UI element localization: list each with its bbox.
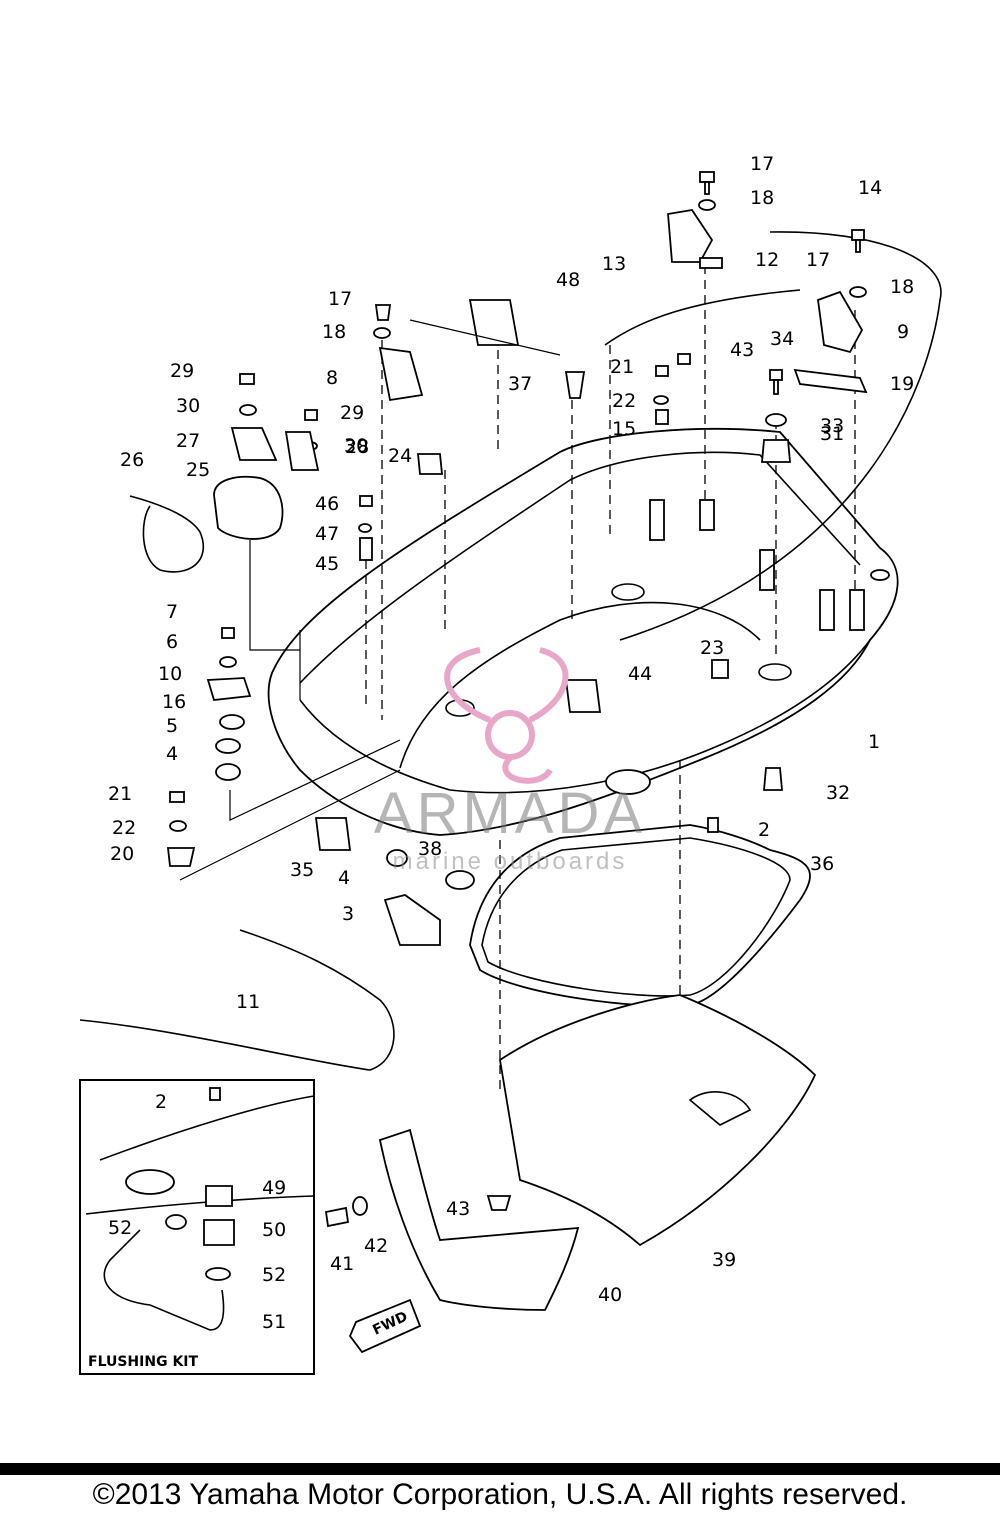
callout-22: 22 bbox=[112, 817, 136, 839]
fwd-label: FWD bbox=[370, 1309, 410, 1339]
callout-31: 31 bbox=[820, 423, 844, 445]
callout-33: 33 bbox=[820, 415, 844, 437]
callout-1: 1 bbox=[868, 731, 880, 753]
bottom-cowling bbox=[267, 428, 899, 836]
cable-14 bbox=[619, 231, 942, 641]
callout-30: 30 bbox=[176, 395, 200, 417]
lower-cover-right bbox=[499, 994, 817, 1247]
callout-44: 44 bbox=[628, 663, 652, 685]
callout-40: 40 bbox=[598, 1284, 622, 1306]
callout-18: 18 bbox=[890, 276, 914, 298]
callout-52: 52 bbox=[262, 1264, 286, 1286]
callout-14: 14 bbox=[858, 177, 882, 199]
callout-27: 27 bbox=[176, 430, 200, 452]
trim-plate bbox=[383, 894, 441, 946]
callout-11: 11 bbox=[236, 991, 260, 1013]
callout-9: 9 bbox=[897, 321, 909, 343]
exploded-parts-diagram bbox=[79, 171, 942, 1375]
callout-22: 22 bbox=[612, 390, 636, 412]
callout-48: 48 bbox=[556, 269, 580, 291]
callout-3: 3 bbox=[342, 903, 354, 925]
callout-43: 43 bbox=[730, 339, 754, 361]
callout-2: 2 bbox=[155, 1091, 167, 1113]
callout-8: 8 bbox=[326, 367, 338, 389]
callout-17: 17 bbox=[750, 153, 774, 175]
callout-35: 35 bbox=[290, 859, 314, 881]
callout-34: 34 bbox=[770, 328, 794, 350]
throttle-cable-11 bbox=[79, 929, 395, 1071]
callout-24: 24 bbox=[388, 445, 412, 467]
fwd-arrow bbox=[348, 1298, 422, 1354]
callout-21: 21 bbox=[108, 783, 132, 805]
callout-32: 32 bbox=[826, 782, 850, 804]
callout-18: 18 bbox=[750, 187, 774, 209]
callout-4: 4 bbox=[338, 867, 350, 889]
callout-45: 45 bbox=[315, 553, 339, 575]
callout-18: 18 bbox=[322, 321, 346, 343]
callout-13: 13 bbox=[602, 253, 626, 275]
callout-25: 25 bbox=[186, 459, 210, 481]
callout-30: 30 bbox=[344, 435, 368, 457]
callout-17: 17 bbox=[328, 288, 352, 310]
cowling-seal bbox=[469, 824, 811, 1007]
callout-49: 49 bbox=[262, 1177, 286, 1199]
callout-15: 15 bbox=[612, 418, 636, 440]
callout-50: 50 bbox=[262, 1219, 286, 1241]
callout-38: 38 bbox=[418, 838, 442, 860]
callout-7: 7 bbox=[166, 601, 178, 623]
callout-51: 51 bbox=[262, 1311, 286, 1333]
callout-29: 29 bbox=[340, 402, 364, 424]
callout-2: 2 bbox=[758, 819, 770, 841]
flushing-kit-inset bbox=[79, 1079, 315, 1375]
callout-41: 41 bbox=[330, 1253, 354, 1275]
inset-title: FLUSHING KIT bbox=[88, 1354, 199, 1370]
callout-16: 16 bbox=[162, 691, 186, 713]
callout-12: 12 bbox=[755, 249, 779, 271]
callout-5: 5 bbox=[166, 715, 178, 737]
footer-bar bbox=[0, 1463, 1000, 1475]
lower-cover-left bbox=[378, 1128, 580, 1311]
callout-10: 10 bbox=[158, 663, 182, 685]
callout-39: 39 bbox=[712, 1249, 736, 1271]
callout-4: 4 bbox=[166, 743, 178, 765]
callout-20: 20 bbox=[110, 843, 134, 865]
callout-42: 42 bbox=[364, 1235, 388, 1257]
callout-37: 37 bbox=[508, 373, 532, 395]
callout-labels: 1223445678910111213141516171717181818192… bbox=[88, 153, 914, 1370]
callout-46: 46 bbox=[315, 493, 339, 515]
callout-26: 26 bbox=[120, 449, 144, 471]
small-parts bbox=[129, 171, 868, 1228]
callout-47: 47 bbox=[315, 523, 339, 545]
callout-43: 43 bbox=[446, 1198, 470, 1220]
callout-28: 28 bbox=[345, 436, 369, 458]
cable-13 bbox=[604, 289, 801, 346]
callout-36: 36 bbox=[810, 853, 834, 875]
callout-17: 17 bbox=[806, 249, 830, 271]
callout-6: 6 bbox=[166, 631, 178, 653]
callout-19: 19 bbox=[890, 373, 914, 395]
callout-21: 21 bbox=[610, 356, 634, 378]
copyright-text: ©2013 Yamaha Motor Corporation, U.S.A. A… bbox=[92, 1478, 908, 1511]
callout-52: 52 bbox=[108, 1217, 132, 1239]
callout-29: 29 bbox=[170, 360, 194, 382]
callout-23: 23 bbox=[700, 637, 724, 659]
